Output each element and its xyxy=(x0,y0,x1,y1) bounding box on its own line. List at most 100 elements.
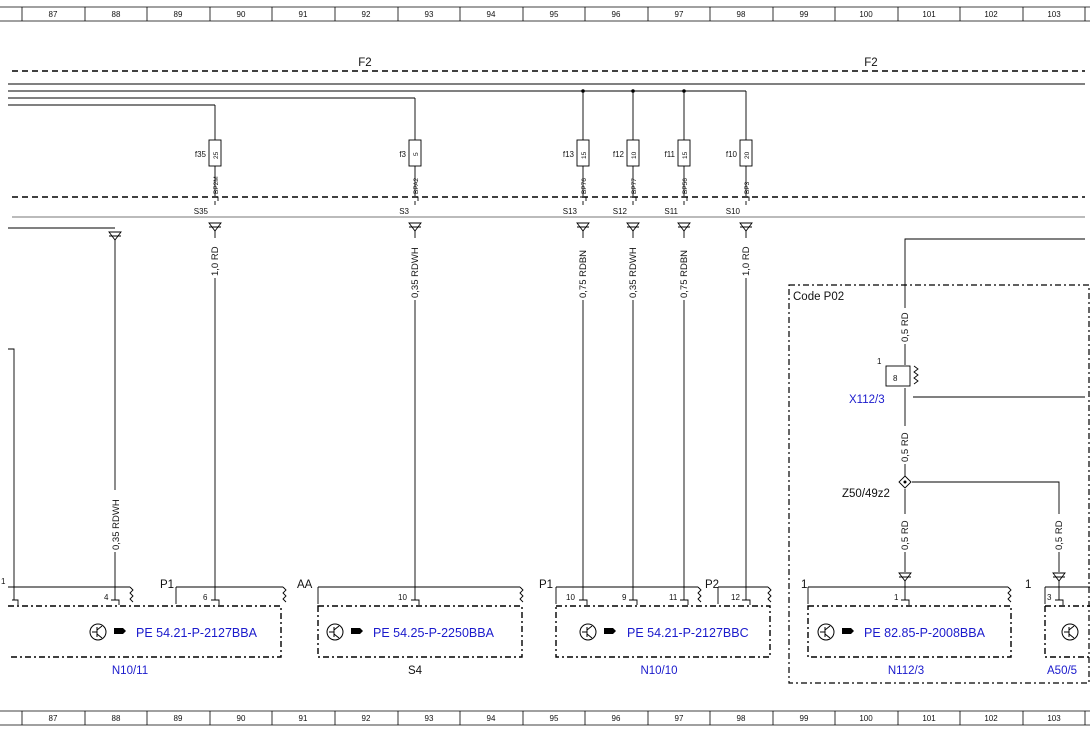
feed-wires xyxy=(8,83,1085,140)
ruler-label: 87 xyxy=(49,10,58,19)
fuse-id: f11 xyxy=(664,150,675,159)
pin-number: 10 xyxy=(398,593,407,602)
busbar-label: F2 xyxy=(358,57,371,69)
pin-group: P1 xyxy=(539,579,553,591)
connector-id: S13 xyxy=(563,207,578,216)
connector-id: S10 xyxy=(726,207,741,216)
ruler-label: 100 xyxy=(859,10,873,19)
fuse-pin: BPA2 xyxy=(413,177,420,194)
component-symbol-icon xyxy=(89,623,107,641)
wire-label: 0,5 RD xyxy=(900,432,911,462)
document-reference-link[interactable]: PE 54.25-P-2250BBA xyxy=(373,626,495,640)
ruler-label: 99 xyxy=(800,714,809,723)
ruler-label: 89 xyxy=(174,714,183,723)
module-id[interactable]: A50/5 xyxy=(1047,665,1077,677)
pointing-hand-icon[interactable] xyxy=(351,628,363,634)
fuse-id: f10 xyxy=(726,150,738,159)
ruler-label: 100 xyxy=(859,714,873,723)
connector-arrow-icon xyxy=(208,222,222,232)
fuse-id: f13 xyxy=(563,150,575,159)
wire-label: 0,5 RD xyxy=(900,520,911,550)
fuse-id: f35 xyxy=(195,150,207,159)
pointing-hand-icon[interactable] xyxy=(604,628,616,634)
module-id[interactable]: N10/10 xyxy=(640,665,677,677)
connector-pin: 8 xyxy=(893,374,898,383)
ruler-label: 93 xyxy=(425,10,434,19)
document-reference-link[interactable]: PE 82.85-P-2008BBA xyxy=(864,626,986,640)
component-symbol-icon xyxy=(1061,623,1079,641)
ruler-label: 96 xyxy=(612,10,621,19)
code-option-box xyxy=(788,284,1090,684)
module-n112-3: 1 1 PE 82.85-P-2008BBA N112/3 xyxy=(801,579,1012,677)
top-ruler xyxy=(0,6,1090,22)
ruler-label: 97 xyxy=(675,10,684,19)
module-id[interactable]: N112/3 xyxy=(888,665,924,677)
module-n10-10: P1 P2 10 9 11 12 PE 54.21-P-2127BBC N10/… xyxy=(539,579,772,677)
fuse-rating: 10 xyxy=(631,151,638,159)
connector-id[interactable]: X112/3 xyxy=(849,394,885,406)
connector-id: S3 xyxy=(399,207,409,216)
top-ruler-labels: 87 88 89 90 91 92 93 94 95 96 97 98 99 1… xyxy=(49,10,1062,19)
ruler-label: 90 xyxy=(237,10,246,19)
module-s4: AA 10 PE 54.25-P-2250BBA S4 xyxy=(297,579,524,677)
ruler-label: 96 xyxy=(612,714,621,723)
bottom-ruler-labels: 87 88 89 90 91 92 93 94 95 96 97 98 99 1… xyxy=(49,714,1062,723)
module-id: S4 xyxy=(408,665,423,677)
fuse-rating: 15 xyxy=(682,151,689,159)
pointing-hand-icon[interactable] xyxy=(114,628,126,634)
spring-contact-icon xyxy=(913,365,919,385)
component-symbol-icon xyxy=(579,623,597,641)
document-reference-link[interactable]: PE 54.21-P-2127BBC xyxy=(627,626,749,640)
connector-arrow-icon xyxy=(898,572,912,582)
ruler-label: 91 xyxy=(299,714,308,723)
connector-arrow-icon xyxy=(626,222,640,232)
ruler-label: 101 xyxy=(922,714,936,723)
ruler-label: 98 xyxy=(737,10,746,19)
connector-x112-3: 1 8 X112/3 xyxy=(849,357,919,406)
connector-arrow-icon xyxy=(408,222,422,232)
ruler-label: 103 xyxy=(1047,10,1061,19)
pin-number: 6 xyxy=(203,593,208,602)
document-reference-link[interactable]: PE 54.21-P-2127BBA xyxy=(136,626,258,640)
pointing-hand-icon[interactable] xyxy=(842,628,854,634)
pin-number: 10 xyxy=(566,593,575,602)
component-symbol-icon xyxy=(817,623,835,641)
module-a50-5: 1 3 A50/5 xyxy=(1025,579,1090,677)
code-option-label: Code P02 xyxy=(793,291,844,303)
fuse-branch-f11: 15 f11 BP56 S11 0,75 RDBN xyxy=(664,139,691,600)
wire-label: 0,75 RDBN xyxy=(679,250,690,298)
ruler-label: 94 xyxy=(487,714,496,723)
junction-dots xyxy=(581,89,686,93)
connector-housing-icon xyxy=(885,365,911,387)
pin-group: P2 xyxy=(705,579,719,591)
splice-id: Z50/49z2 xyxy=(842,488,890,500)
wire-label: 1,0 RD xyxy=(210,246,221,276)
wire-label: 0,75 RDBN xyxy=(578,250,589,298)
component-symbol-icon xyxy=(326,623,344,641)
fuse-rating: 20 xyxy=(744,151,751,159)
left-wires xyxy=(8,227,116,600)
wire-label: 0,5 RD xyxy=(1054,520,1065,550)
ruler-label: 90 xyxy=(237,714,246,723)
pin-group: P1 xyxy=(160,579,174,591)
wire-label: 0,35 RDWH xyxy=(111,499,122,550)
fuse-pin: BP56 xyxy=(682,178,689,194)
ruler-label: 94 xyxy=(487,10,496,19)
pin-number: 12 xyxy=(731,593,740,602)
module-id[interactable]: N10/11 xyxy=(112,665,148,677)
connector-arrow-icon xyxy=(739,222,753,232)
ruler-label: 95 xyxy=(550,10,559,19)
ruler-label: 93 xyxy=(425,714,434,723)
ruler-label: 91 xyxy=(299,10,308,19)
fuse-pin: BP77 xyxy=(631,178,638,194)
busbar-label: F2 xyxy=(864,57,877,69)
fuse-id: f3 xyxy=(399,150,406,159)
ruler-label: 98 xyxy=(737,714,746,723)
pin-group: 1 xyxy=(801,579,807,591)
pin-group: AA xyxy=(297,579,313,591)
fuse-rating: 25 xyxy=(213,151,220,159)
pin-number: 4 xyxy=(104,593,109,602)
ruler-label: 102 xyxy=(984,10,998,19)
pin-number: 9 xyxy=(622,593,627,602)
ruler-label: 88 xyxy=(112,10,121,19)
